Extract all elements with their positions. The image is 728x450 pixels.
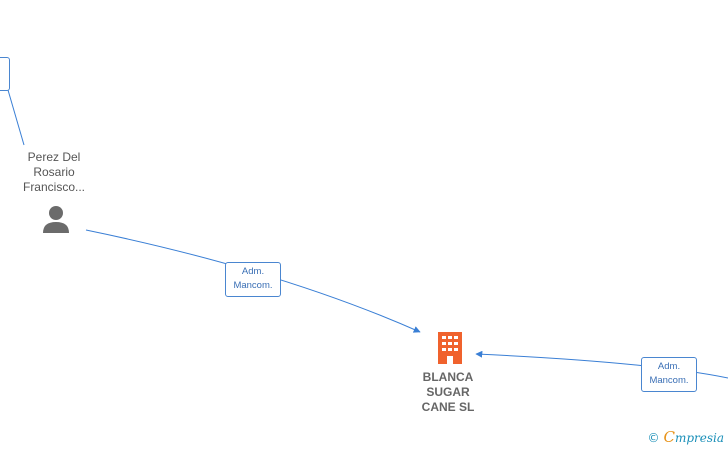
brand-logo-initial: C	[663, 428, 675, 446]
edge-right-to-company	[475, 350, 728, 379]
role-box-right-company[interactable]: Adm. Mancom.	[641, 357, 697, 392]
brand-logo-text: mpresia	[674, 431, 724, 445]
role-box-partial[interactable]	[0, 57, 10, 91]
copyright-symbol: ©	[647, 431, 660, 445]
role-box-person-company[interactable]: Adm. Mancom.	[225, 262, 281, 297]
company-name[interactable]: BLANCA SUGAR CANE SL	[421, 370, 475, 414]
person-icon[interactable]	[41, 204, 71, 234]
edge-top-left	[7, 89, 25, 146]
brand-footer: ©Cmpresia	[647, 428, 724, 446]
building-icon[interactable]	[434, 330, 466, 364]
person-name[interactable]: Perez Del Rosario Francisco...	[22, 150, 85, 194]
